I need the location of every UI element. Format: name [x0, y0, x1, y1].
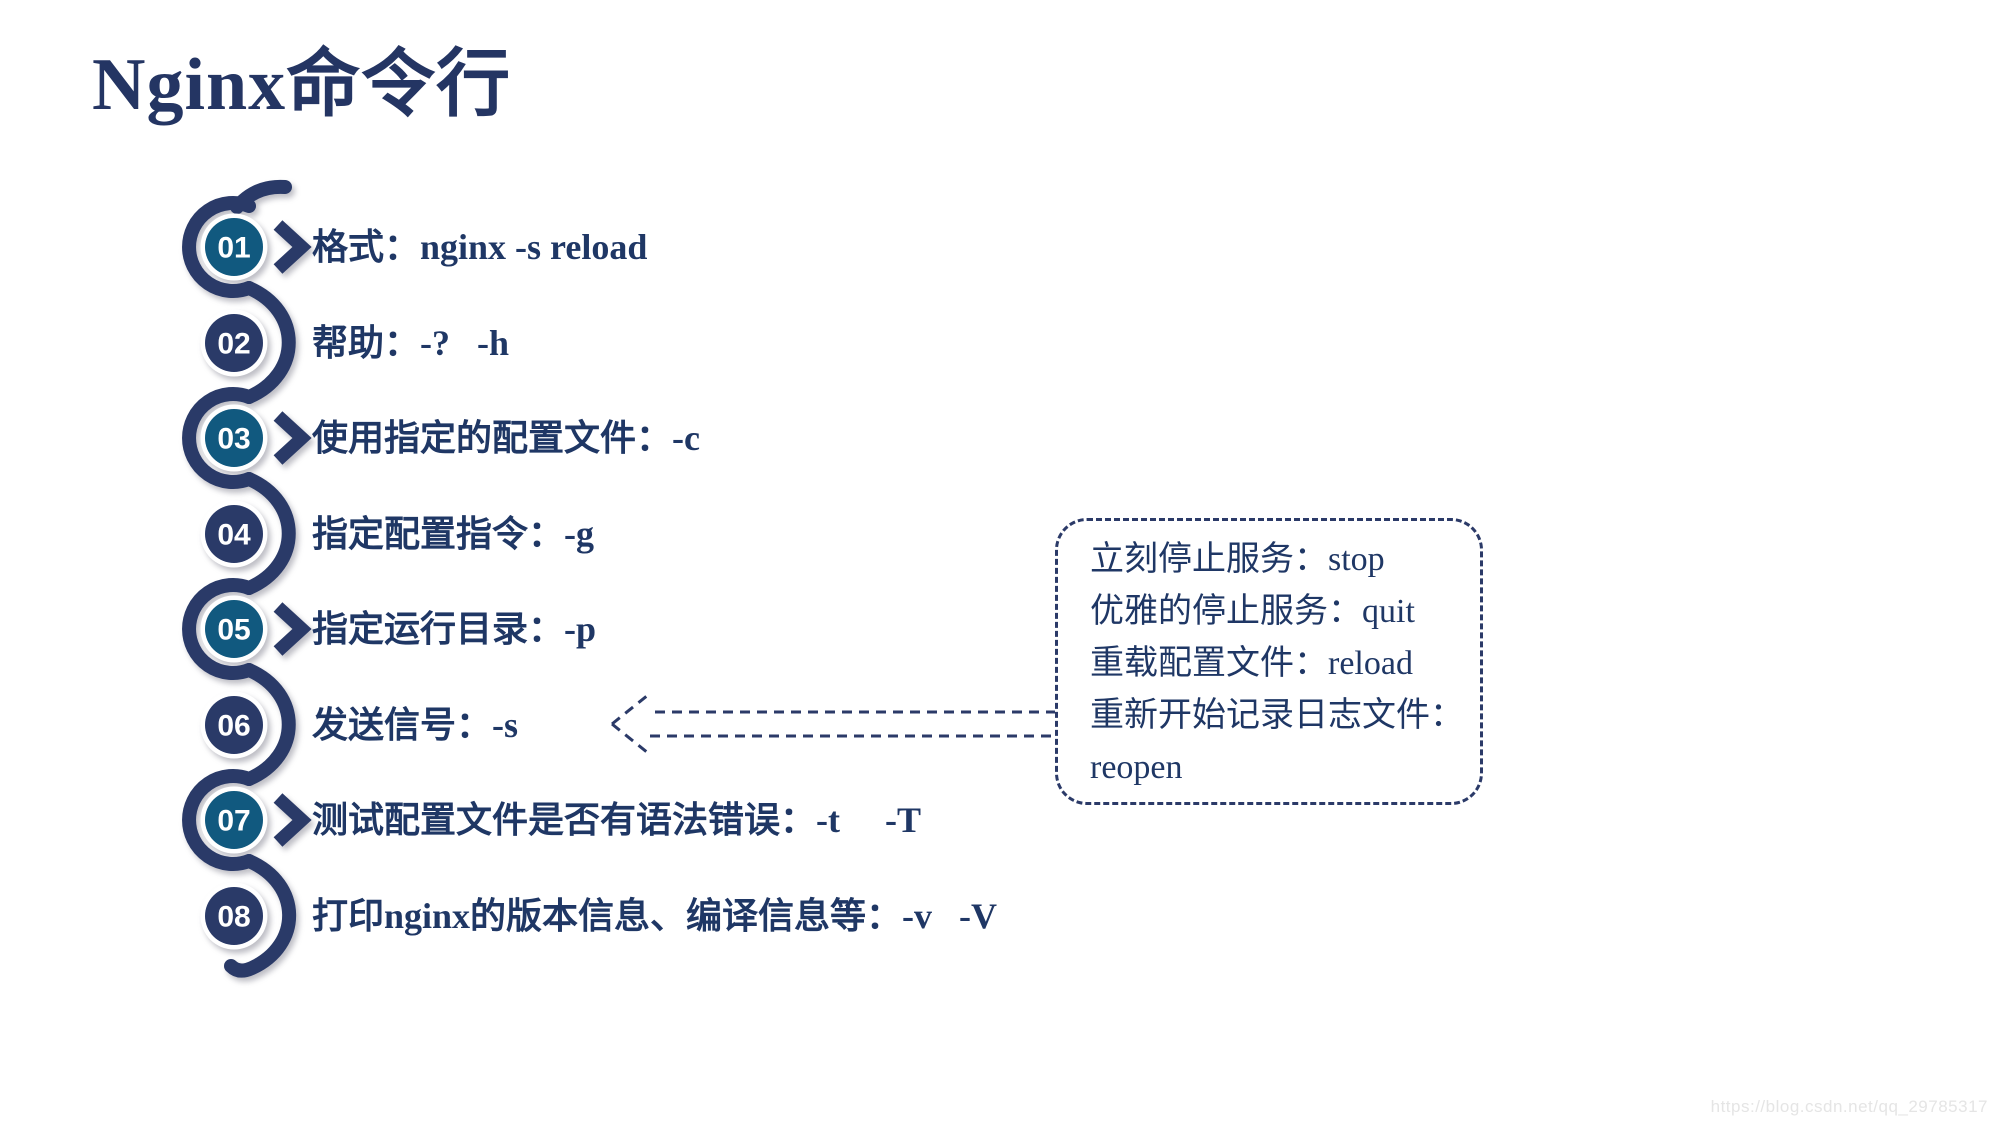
callout-line: 重载配置文件：reload: [1090, 645, 1413, 682]
timeline-item-label: 指定配置指令：-g: [312, 514, 594, 554]
signals-callout-box: 立刻停止服务：stop 优雅的停止服务：quit 重载配置文件：reload 重新开始…: [1055, 518, 1483, 805]
step-circle: [205, 887, 263, 945]
callout-arrow-icon: [611, 693, 1056, 755]
timeline-item-label: 打印nginx的版本信息、编译信息等：-v -V: [312, 896, 998, 936]
step-circle: [205, 314, 263, 372]
step-number: 08: [217, 901, 250, 934]
timeline-item-label: 指定运行目录：-p: [312, 609, 597, 649]
timeline-item-label: 格式：nginx -s reload: [312, 227, 648, 267]
step-circle: [205, 791, 263, 849]
callout-line: reopen: [1090, 749, 1183, 786]
spine-ring: [182, 196, 256, 298]
chevron-right-icon: [273, 793, 312, 847]
step-circle: [205, 600, 263, 658]
arrow-head-lower: [611, 722, 649, 755]
step-circle: [205, 409, 263, 467]
step-number: 02: [217, 328, 250, 361]
spine-connector: [242, 472, 296, 595]
step-number: 01: [217, 232, 250, 265]
spine-ring: [182, 578, 256, 680]
spine-connector: [242, 281, 296, 404]
spine-ring: [182, 769, 256, 871]
timeline-item-label: 测试配置文件是否有语法错误：-t -T: [312, 800, 921, 840]
step-number: 06: [217, 710, 250, 743]
chevron-right-icon: [273, 602, 312, 656]
step-circle: [205, 218, 263, 276]
chevron-right-icon: [273, 220, 312, 274]
step-number: 03: [217, 423, 250, 456]
callout-line: 优雅的停止服务：quit: [1090, 593, 1415, 630]
callout-line: 立刻停止服务：stop: [1090, 541, 1385, 578]
step-number: 07: [217, 805, 250, 838]
spine-ring: [182, 387, 256, 489]
timeline-item-label: 发送信号：-s: [312, 705, 518, 745]
chevron-right-icon: [273, 411, 312, 465]
arrow-head-upper: [611, 693, 649, 726]
step-number: 05: [217, 614, 250, 647]
watermark-url: https://blog.csdn.net/qq_29785317: [1710, 1097, 1988, 1116]
page-title: Nginx命令行: [92, 44, 512, 126]
step-number: 04: [217, 519, 251, 552]
timeline-spine-graphic: 01 02 03 04 05 06 07 08: [182, 179, 312, 978]
timeline-item-label: 帮助：-? -h: [312, 323, 509, 363]
step-circle: [205, 696, 263, 754]
spine-connector: [242, 663, 296, 786]
timeline-item-label: 使用指定的配置文件：-c: [312, 418, 700, 458]
step-circle: [205, 505, 263, 563]
spine-connector: [224, 854, 297, 978]
callout-line: 重新开始记录日志文件：: [1090, 697, 1464, 734]
